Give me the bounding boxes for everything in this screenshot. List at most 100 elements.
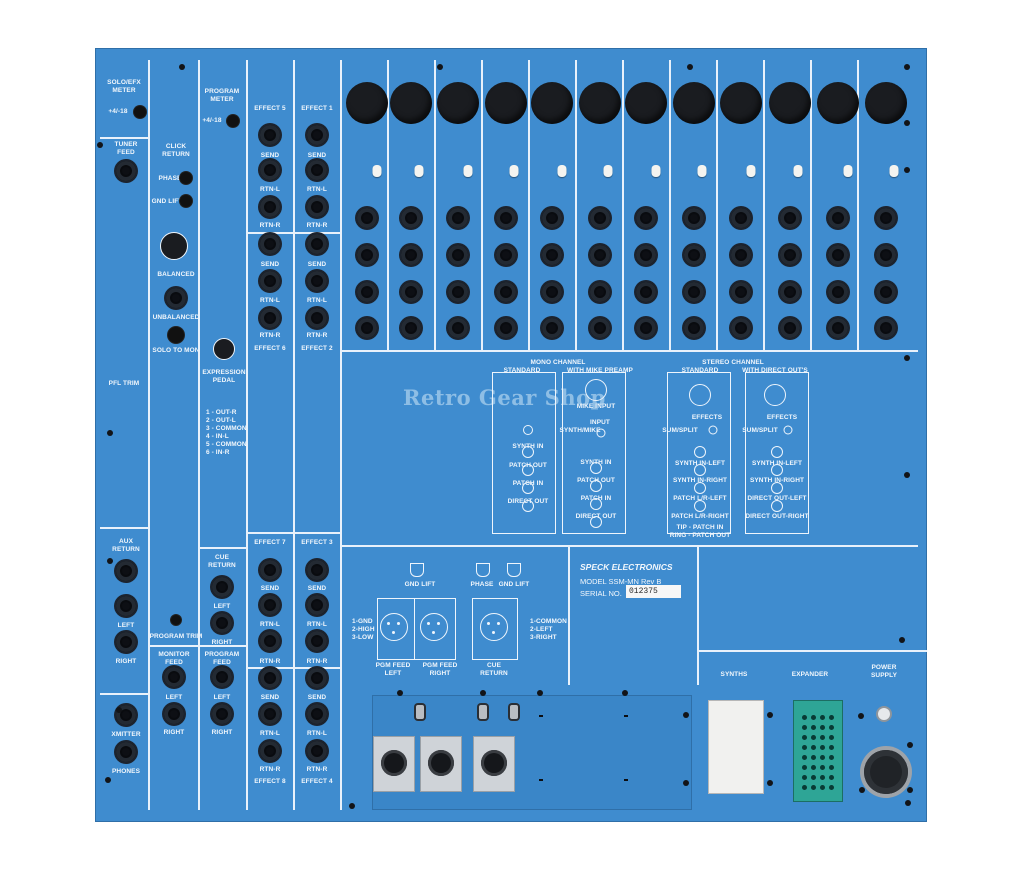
effect-col0-jack-6[interactable] — [260, 308, 280, 328]
channel-7-jack-3[interactable] — [636, 282, 656, 302]
effect-col1-jack-4[interactable] — [307, 234, 327, 254]
channel-6-jack-1[interactable] — [590, 208, 610, 228]
synths-connector[interactable] — [708, 700, 764, 794]
gnd-lift-switch[interactable] — [180, 195, 192, 207]
effect-col3-jack-1[interactable] — [307, 560, 327, 580]
phase-switch[interactable] — [180, 172, 192, 184]
channel-3-jack-3[interactable] — [448, 282, 468, 302]
effect-col3-jack-6[interactable] — [307, 741, 327, 761]
channel-10-jack-1[interactable] — [780, 208, 800, 228]
monitor-right-jack[interactable] — [164, 704, 184, 724]
effect-col3-jack-4[interactable] — [307, 668, 327, 688]
channel-5-jack-3[interactable] — [542, 282, 562, 302]
cue-phase-toggle[interactable] — [479, 705, 487, 719]
program-left-jack[interactable] — [212, 667, 232, 687]
channel-2-jack-2[interactable] — [401, 245, 421, 265]
effect-col2-jack-2[interactable] — [260, 595, 280, 615]
aux-return-jack[interactable] — [116, 561, 136, 581]
channel-4-jack-3[interactable] — [496, 282, 516, 302]
xlr-socket-1[interactable] — [428, 750, 454, 776]
cue-right-jack[interactable] — [212, 613, 232, 633]
channel-12-jack-3[interactable] — [876, 282, 896, 302]
effect-col1-jack-2[interactable] — [307, 160, 327, 180]
power-switch[interactable] — [878, 708, 890, 720]
channel-3-jack-4[interactable] — [448, 318, 468, 338]
channel-8-jack-3[interactable] — [684, 282, 704, 302]
channel-11-jack-2[interactable] — [828, 245, 848, 265]
program-meter-switch[interactable] — [227, 115, 239, 127]
channel-9-jack-2[interactable] — [731, 245, 751, 265]
channel-7-jack-2[interactable] — [636, 245, 656, 265]
channel-1-jack-1[interactable] — [357, 208, 377, 228]
channel-8-jack-1[interactable] — [684, 208, 704, 228]
effect-col0-jack-5[interactable] — [260, 271, 280, 291]
aux-left-jack[interactable] — [116, 596, 136, 616]
monitor-left-jack[interactable] — [164, 667, 184, 687]
effect-col2-jack-6[interactable] — [260, 741, 280, 761]
effect-col2-jack-4[interactable] — [260, 668, 280, 688]
effect-col3-jack-2[interactable] — [307, 595, 327, 615]
effect-col1-jack-5[interactable] — [307, 271, 327, 291]
channel-5-jack-1[interactable] — [542, 208, 562, 228]
channel-3-jack-2[interactable] — [448, 245, 468, 265]
aux-right-jack[interactable] — [116, 632, 136, 652]
expander-connector[interactable] — [793, 700, 843, 802]
channel-7-jack-4[interactable] — [636, 318, 656, 338]
channel-12-jack-1[interactable] — [876, 208, 896, 228]
unbalanced-jack[interactable] — [166, 288, 186, 308]
channel-10-jack-3[interactable] — [780, 282, 800, 302]
effect-col3-jack-3[interactable] — [307, 631, 327, 651]
effect-col0-jack-1[interactable] — [260, 125, 280, 145]
channel-8-jack-4[interactable] — [684, 318, 704, 338]
channel-9-jack-1[interactable] — [731, 208, 751, 228]
channel-5-jack-4[interactable] — [542, 318, 562, 338]
effect-col1-jack-3[interactable] — [307, 197, 327, 217]
channel-4-jack-1[interactable] — [496, 208, 516, 228]
channel-6-jack-2[interactable] — [590, 245, 610, 265]
channel-1-jack-4[interactable] — [357, 318, 377, 338]
effect-col1-jack-6[interactable] — [307, 308, 327, 328]
effect-col0-jack-2[interactable] — [260, 160, 280, 180]
xlr-socket-2[interactable] — [481, 750, 507, 776]
channel-3-jack-1[interactable] — [448, 208, 468, 228]
xlr-socket-0[interactable] — [381, 750, 407, 776]
channel-1-jack-2[interactable] — [357, 245, 377, 265]
phones-jack[interactable] — [116, 742, 136, 762]
solo-to-mon-switch[interactable] — [168, 327, 184, 343]
channel-12-jack-4[interactable] — [876, 318, 896, 338]
channel-6-jack-3[interactable] — [590, 282, 610, 302]
channel-2-jack-1[interactable] — [401, 208, 421, 228]
channel-11-jack-1[interactable] — [828, 208, 848, 228]
channel-10-jack-4[interactable] — [780, 318, 800, 338]
program-trim-knob[interactable] — [171, 615, 181, 625]
effect-col2-jack-5[interactable] — [260, 704, 280, 724]
tuner-feed-jack[interactable] — [116, 161, 136, 181]
effect-col3-jack-5[interactable] — [307, 704, 327, 724]
channel-10-jack-2[interactable] — [780, 245, 800, 265]
channel-12-jack-2[interactable] — [876, 245, 896, 265]
channel-6-jack-4[interactable] — [590, 318, 610, 338]
cue-left-jack[interactable] — [212, 577, 232, 597]
cue-gnd-lift-toggle[interactable] — [510, 705, 518, 719]
effect-col0-jack-4[interactable] — [260, 234, 280, 254]
channel-2-jack-4[interactable] — [401, 318, 421, 338]
effect-col0-jack-3[interactable] — [260, 197, 280, 217]
power-supply-connector[interactable] — [864, 750, 908, 794]
channel-4-jack-2[interactable] — [496, 245, 516, 265]
solo-meter-switch[interactable] — [134, 106, 146, 118]
pgm-gnd-lift-toggle[interactable] — [416, 705, 424, 719]
channel-9-jack-3[interactable] — [731, 282, 751, 302]
channel-11-jack-3[interactable] — [828, 282, 848, 302]
channel-9-jack-4[interactable] — [731, 318, 751, 338]
channel-11-jack-4[interactable] — [828, 318, 848, 338]
effect-col2-jack-3[interactable] — [260, 631, 280, 651]
program-right-jack[interactable] — [212, 704, 232, 724]
channel-5-jack-2[interactable] — [542, 245, 562, 265]
channel-7-jack-1[interactable] — [636, 208, 656, 228]
effect-col2-jack-1[interactable] — [260, 560, 280, 580]
channel-1-jack-3[interactable] — [357, 282, 377, 302]
channel-2-jack-3[interactable] — [401, 282, 421, 302]
effect-col1-jack-1[interactable] — [307, 125, 327, 145]
channel-8-jack-2[interactable] — [684, 245, 704, 265]
channel-4-jack-4[interactable] — [496, 318, 516, 338]
